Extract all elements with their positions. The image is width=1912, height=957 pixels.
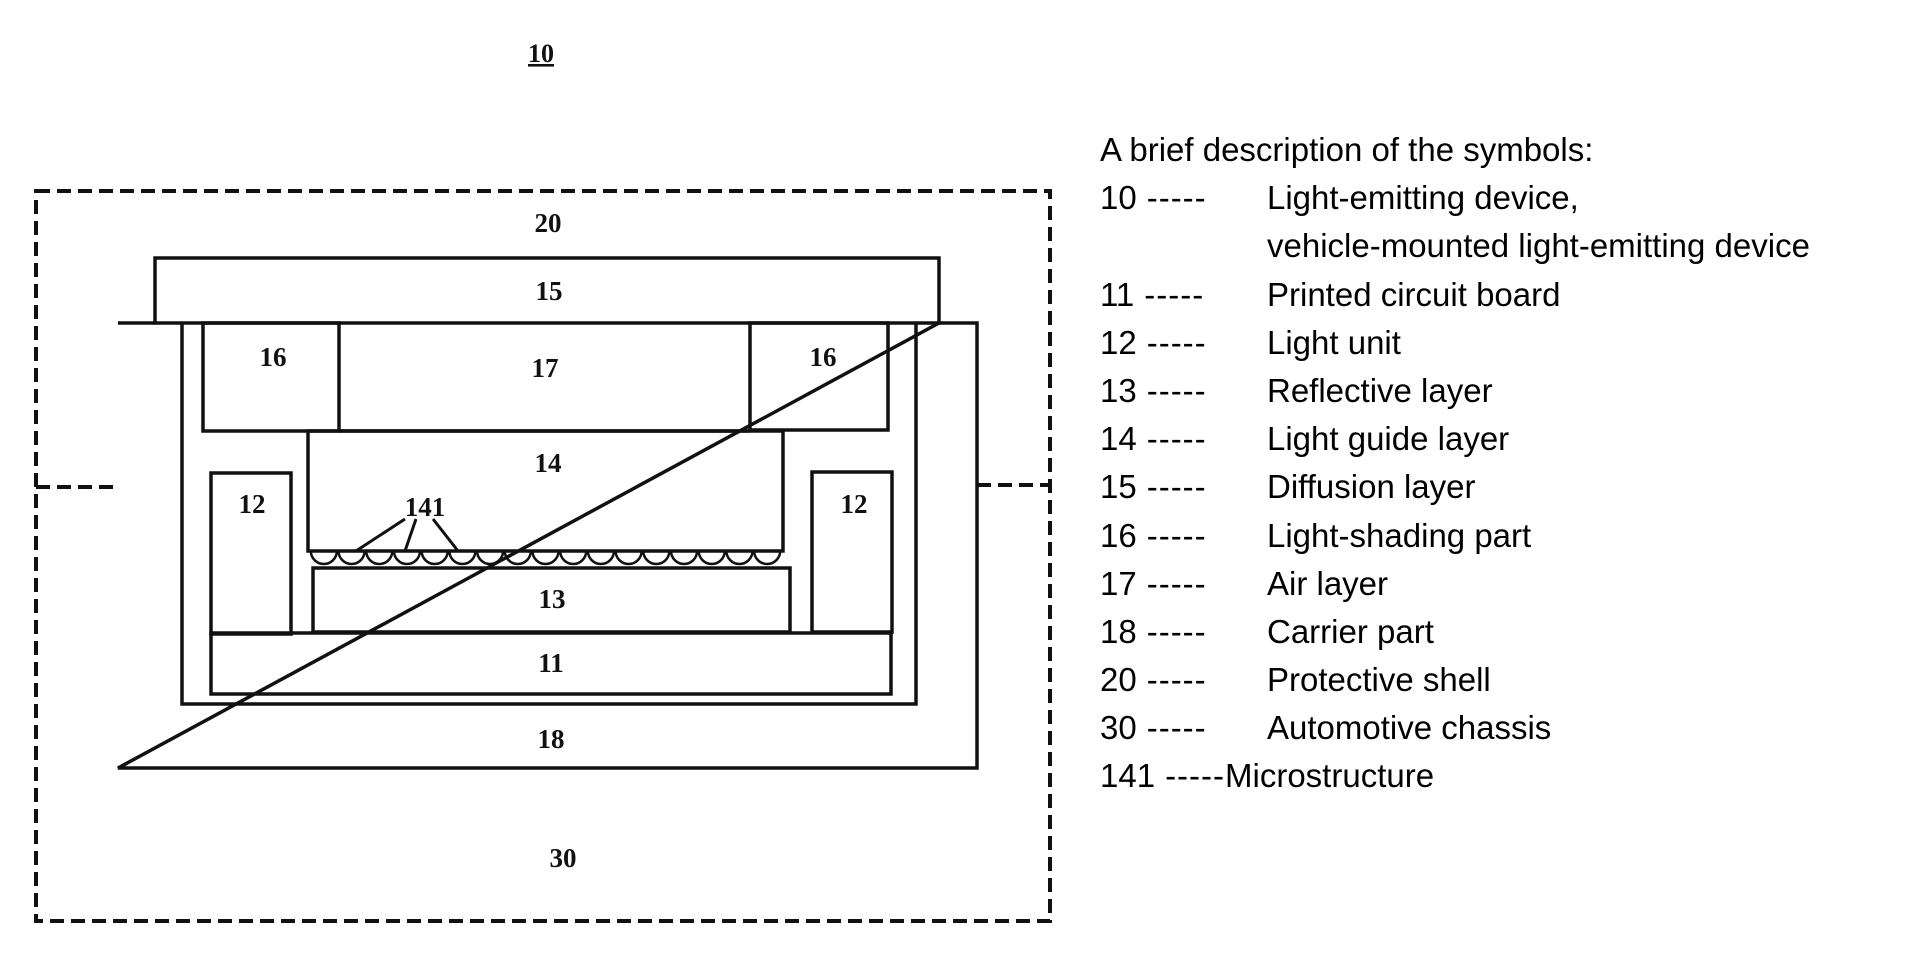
legend-item: 20----- Protective shell	[1100, 656, 1593, 704]
microstructure-bump	[725, 550, 754, 566]
legend-item-description: Reflective layer	[1267, 371, 1493, 409]
legend-item: 14----- Light guide layer	[1100, 415, 1593, 463]
legend-item-separator: -----	[1146, 179, 1207, 217]
light-guide-layer	[306, 429, 785, 553]
label-light-shading-right: 16	[810, 342, 837, 372]
microstructure-bump	[309, 550, 339, 566]
microstructure-bump	[392, 550, 422, 566]
legend-item-separator: -----	[1146, 371, 1207, 409]
legend-item: vehicle-mounted light-emitting device	[1100, 222, 1810, 270]
legend-item-description: Diffusion layer	[1267, 468, 1476, 506]
legend-item-description: Light-emitting device,	[1267, 179, 1579, 217]
label-carrier-part: 18	[538, 724, 565, 754]
legend-item-separator: -----	[1146, 323, 1207, 361]
legend-item-description: Air layer	[1267, 564, 1389, 602]
microstructure-bump	[697, 550, 726, 566]
microstructure-bump	[420, 550, 449, 566]
label-light-unit-left: 12	[239, 489, 266, 519]
legend-item-description: Microstructure	[1225, 757, 1435, 795]
legend-item-separator: -----	[1146, 612, 1207, 650]
figure-ref-label: 10	[528, 39, 554, 68]
legend-item-description: Printed circuit board	[1267, 275, 1561, 313]
microstructure-bump	[503, 550, 533, 566]
legend-item-number: 17	[1100, 564, 1137, 602]
legend-item-description: Automotive chassis	[1267, 709, 1552, 747]
legend-item-separator: -----	[1165, 757, 1226, 795]
legend-item-description: Protective shell	[1267, 661, 1491, 699]
legend-item: 12----- Light unit	[1100, 319, 1593, 367]
label-light-shading-left: 16	[260, 342, 287, 372]
legend-item-number: 20	[1100, 661, 1137, 699]
legend-item-number: 141	[1100, 757, 1156, 795]
symbol-legend: A brief description of the symbols: 10--…	[1100, 126, 1810, 801]
carrier-part	[117, 321, 979, 770]
legend-item-separator: -----	[1144, 275, 1205, 313]
legend-item: 16----- Light-shading part	[1100, 512, 1593, 560]
microstructure-bump	[475, 550, 505, 566]
legend-item-description: vehicle-mounted light-emitting device	[1267, 227, 1810, 265]
microstructure-bump	[752, 550, 782, 566]
legend-item: 10----- Light-emitting device,	[1100, 174, 1593, 222]
microstructure-bump	[531, 550, 560, 566]
legend-item-number: 11	[1100, 275, 1135, 313]
label-printed-circuit-board: 11	[538, 648, 564, 678]
microstructure-bump	[558, 550, 588, 566]
legend-item-description: Light-shading part	[1267, 516, 1532, 554]
legend-list: 10-----Light-emitting device,vehicle-mou…	[1100, 174, 1810, 800]
legend-item: 30----- Automotive chassis	[1100, 704, 1593, 752]
legend-item-description: Light unit	[1267, 323, 1401, 361]
legend-item-description: Carrier part	[1267, 612, 1434, 650]
carrier-inner-wall	[180, 323, 918, 706]
light-shading-part-right	[748, 321, 890, 432]
microstructure-bump	[448, 550, 477, 566]
legend-item-number: 14	[1100, 420, 1137, 458]
microstructure-bump	[586, 550, 616, 566]
label-microstructure: 141	[405, 492, 446, 522]
microstructure-bump	[614, 550, 643, 566]
microstructure-leader-3	[431, 518, 460, 552]
label-light-guide-layer: 14	[535, 448, 562, 478]
label-protective-shell: 20	[535, 208, 562, 238]
label-air-layer: 17	[532, 353, 559, 383]
microstructure-row	[309, 550, 782, 566]
label-light-unit-right: 12	[841, 489, 868, 519]
legend-item: 17----- Air layer	[1100, 560, 1593, 608]
microstructure-bump	[642, 550, 671, 566]
light-shading-part-left	[201, 321, 341, 433]
microstructure-bump	[365, 550, 394, 566]
legend-item-number: 16	[1100, 516, 1137, 554]
microstructure-bump	[669, 550, 699, 566]
legend-item-number: 15	[1100, 468, 1137, 506]
legend-item-separator: -----	[1146, 661, 1207, 699]
legend-item-separator: -----	[1146, 516, 1207, 554]
legend-item-number: 12	[1100, 323, 1137, 361]
legend-item-number: 30	[1100, 709, 1137, 747]
legend-item-separator: -----	[1146, 709, 1207, 747]
legend-item: 13----- Reflective layer	[1100, 367, 1593, 415]
printed-circuit-board	[209, 631, 893, 696]
microstructure-bump	[337, 550, 366, 566]
microstructure-leader-2	[403, 518, 418, 552]
legend-item-separator: -----	[1146, 468, 1207, 506]
label-reflective-layer: 13	[539, 584, 566, 614]
legend-item-description: Light guide layer	[1267, 420, 1510, 458]
legend-item: 141-----Microstructure	[1100, 752, 1593, 800]
legend-item-number: 13	[1100, 371, 1137, 409]
legend-item-number: 18	[1100, 612, 1137, 650]
label-diffusion-layer: 15	[536, 276, 563, 306]
legend-heading: A brief description of the symbols:	[1100, 131, 1594, 168]
label-automotive-chassis: 30	[550, 843, 577, 873]
diffusion-layer	[153, 256, 941, 325]
legend-item-number: 10	[1100, 179, 1137, 217]
legend-item: 15----- Diffusion layer	[1100, 463, 1593, 511]
automotive-chassis-boundary	[34, 189, 1052, 923]
legend-item-separator: -----	[1146, 420, 1207, 458]
microstructure-leader-1	[355, 517, 406, 553]
legend-item: 11----- Printed circuit board	[1100, 271, 1593, 319]
legend-item-separator: -----	[1146, 564, 1207, 602]
legend-item: 18----- Carrier part	[1100, 608, 1593, 656]
